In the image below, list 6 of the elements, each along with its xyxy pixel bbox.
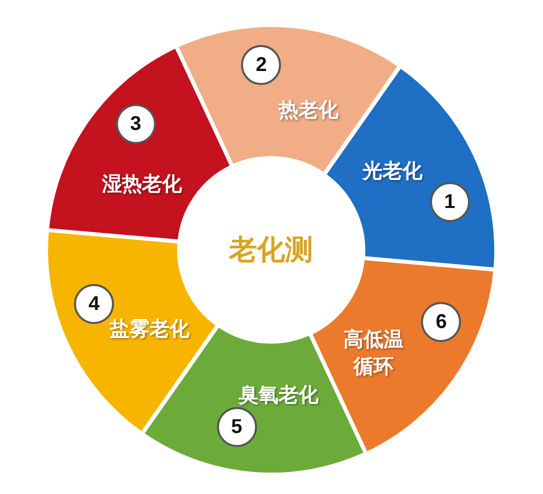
segment-label: 湿热老化 bbox=[102, 170, 182, 198]
segment-label: 臭氧老化 bbox=[238, 381, 319, 408]
segment-label: 热老化 bbox=[278, 96, 339, 124]
segment-label: 光老化 bbox=[362, 158, 423, 185]
center-title: 老化测 bbox=[229, 232, 313, 268]
segment-label: 高低温循环 bbox=[342, 326, 405, 380]
